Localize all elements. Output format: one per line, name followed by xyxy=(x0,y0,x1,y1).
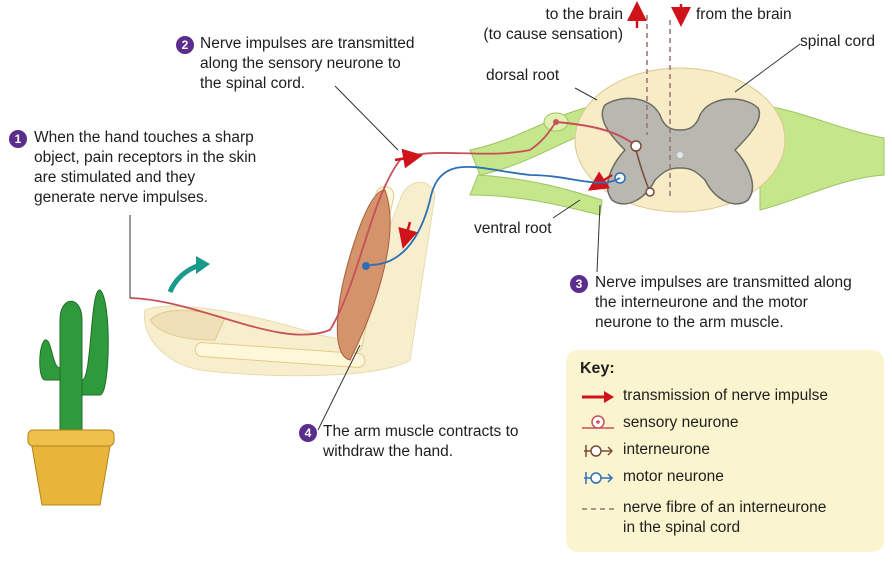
spinal-nerve xyxy=(469,104,885,216)
dashed-line-icon xyxy=(582,508,614,510)
step-4-badge: 4 xyxy=(299,424,317,442)
to-brain-label: to the brain (to cause sensation) xyxy=(483,6,623,43)
step-3-badge: 3 xyxy=(570,275,588,293)
biceps-muscle xyxy=(336,189,391,361)
sensory-neurone-icon xyxy=(582,415,614,429)
step-2-badge: 2 xyxy=(176,36,194,54)
interneurone-icon xyxy=(584,445,614,457)
spinal-cord-label: spinal cord xyxy=(800,33,875,50)
dorsal-root-label: dorsal root xyxy=(486,67,560,84)
step-1-text: When the hand touches a sharp object, pa… xyxy=(34,129,257,206)
step-2-text: Nerve impulses are transmitted along the… xyxy=(200,35,415,92)
step-4-text: The arm muscle contracts to withdraw the… xyxy=(323,423,519,460)
spinal-cord-section xyxy=(574,67,786,213)
red-arrow-icon xyxy=(582,391,614,403)
arm xyxy=(144,181,436,377)
interneurone-body xyxy=(630,140,642,152)
key-panel: Key: transmission of nerve impulse senso… xyxy=(566,350,884,552)
ventral-root-label: ventral root xyxy=(474,220,552,237)
motor-neurone-icon xyxy=(584,472,614,484)
from-brain-label: from the brain xyxy=(696,6,792,23)
step-3-text: Nerve impulses are transmitted along the… xyxy=(595,274,852,331)
key-title: Key: xyxy=(580,360,615,377)
step-1-badge: 1 xyxy=(9,130,27,148)
cactus-icon xyxy=(27,289,115,506)
sensory-neurone-path xyxy=(129,121,557,336)
withdrawal-arrow xyxy=(167,262,201,294)
